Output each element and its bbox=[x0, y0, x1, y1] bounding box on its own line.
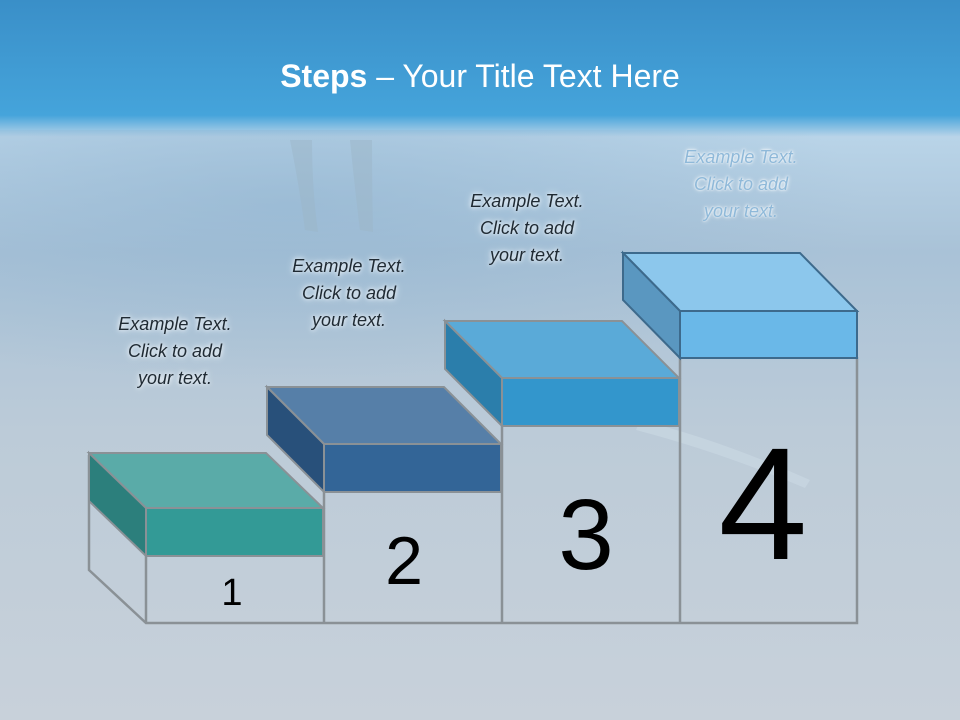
caption-line: your text. bbox=[703, 201, 779, 221]
step-3-front bbox=[501, 377, 680, 427]
step-1-front bbox=[145, 507, 324, 557]
step-3-caption[interactable]: Example Text. Click to add your text. bbox=[437, 188, 617, 269]
diver-leg-shadow bbox=[290, 140, 318, 232]
step-3-block[interactable] bbox=[442, 318, 682, 429]
caption-line: Example Text. bbox=[118, 314, 232, 334]
step-4-number[interactable]: 4 bbox=[719, 414, 808, 593]
step-1-number[interactable]: 1 bbox=[221, 572, 242, 614]
caption-line: Example Text. bbox=[684, 147, 798, 167]
step-4-block[interactable] bbox=[620, 250, 860, 361]
step-4-front bbox=[679, 310, 858, 359]
step-1-block[interactable] bbox=[86, 450, 326, 559]
caption-line: your text. bbox=[137, 368, 213, 388]
slide-title[interactable]: Steps – Your Title Text Here bbox=[280, 58, 680, 94]
caption-line: your text. bbox=[311, 310, 387, 330]
step-2-front bbox=[323, 443, 502, 493]
step-2-caption[interactable]: Example Text. Click to add your text. bbox=[259, 253, 439, 334]
caption-line: Click to add bbox=[127, 341, 223, 361]
step-2-number[interactable]: 2 bbox=[385, 523, 423, 599]
caption-line: Click to add bbox=[479, 218, 575, 238]
caption-line: Click to add bbox=[301, 283, 397, 303]
step-4-caption[interactable]: Example Text. Click to add your text. bbox=[651, 144, 831, 225]
step-3-number[interactable]: 3 bbox=[558, 479, 614, 591]
caption-line: your text. bbox=[489, 245, 565, 265]
caption-line: Click to add bbox=[693, 174, 789, 194]
caption-line: Example Text. bbox=[470, 191, 584, 211]
caption-line: Example Text. bbox=[292, 256, 406, 276]
step-1-caption[interactable]: Example Text. Click to add your text. bbox=[85, 311, 265, 392]
diver-leg-shadow bbox=[350, 140, 373, 232]
step-2-block[interactable] bbox=[264, 384, 504, 495]
